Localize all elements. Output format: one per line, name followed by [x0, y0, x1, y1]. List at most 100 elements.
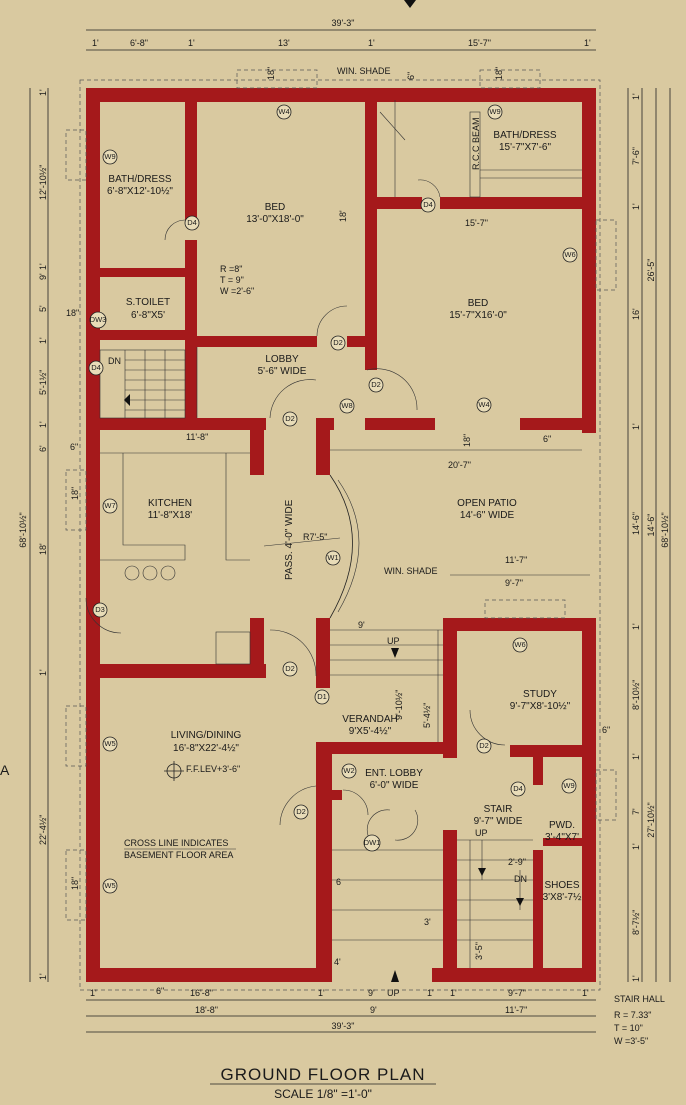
room-living-name: LIVING/DINING — [171, 730, 242, 741]
dim-right-overall: 68'-10½" — [660, 512, 670, 547]
note-stair-hall-t: T = 10" — [614, 1023, 643, 1033]
tag-w8: W8 — [339, 398, 355, 414]
svg-text:D4: D4 — [187, 218, 197, 227]
dim-bot-8: 1' — [582, 988, 589, 998]
svg-text:W1: W1 — [327, 553, 338, 562]
tag-w9-right: W9 — [487, 104, 503, 120]
dim-bot-r2-2: 9' — [370, 1005, 377, 1015]
note-up-1: UP — [387, 636, 400, 646]
room-pwd-name: PWD. — [549, 820, 575, 831]
left-dimensions: 68'-10½" 1' 12'-10½" 1' 9' 5' 1' 5'-1½" … — [18, 89, 48, 980]
dim-left-7: 5'-1½" — [38, 370, 48, 395]
svg-text:D2: D2 — [285, 414, 295, 423]
room-bath-right-name: BATH/DRESS — [493, 130, 556, 141]
dim-left-overall: 68'-10½" — [18, 512, 28, 547]
svg-text:D2: D2 — [333, 338, 343, 347]
tag-d2-bed-right: D2 — [368, 377, 384, 393]
room-patio-name: OPEN PATIO — [457, 498, 517, 509]
dim-right-13: 1' — [631, 975, 641, 982]
tag-d1: D1 — [314, 689, 330, 705]
top-dimensions: 39'-3" 1' 6'-8" 1' 13' 1' 15'-7" 1' — [92, 18, 591, 48]
svg-text:D1: D1 — [317, 692, 327, 701]
note-riser-w: W =2'-6" — [220, 286, 254, 296]
svg-text:W9: W9 — [489, 107, 500, 116]
arrow-up-icon — [391, 970, 399, 982]
tag-w4-bed: W4 — [476, 397, 492, 413]
dim-bot-1: 1' — [90, 988, 97, 998]
dim-6-study: 6" — [602, 725, 610, 735]
note-radius: R7'-5" — [303, 532, 327, 542]
svg-text:W2: W2 — [343, 766, 354, 775]
svg-text:DW3: DW3 — [90, 315, 107, 324]
dim-left-2: 12'-10½" — [38, 165, 48, 200]
dim-left-10: 18' — [38, 543, 48, 555]
tag-dw1: DW1 — [363, 834, 381, 852]
dim-bot-3: 1' — [318, 988, 325, 998]
svg-text:D4: D4 — [513, 784, 523, 793]
svg-text:D4: D4 — [423, 200, 433, 209]
dim-2-9: 2'-9" — [508, 857, 526, 867]
room-kitchen-size: 11'-8"X18' — [148, 510, 193, 521]
tag-d2-living: D2 — [293, 804, 309, 820]
dim-18-p: 18" — [462, 434, 472, 447]
room-ent-lobby-size: 6'-0" WIDE — [370, 780, 419, 791]
room-passage-name: PASS. 4'-0" WIDE — [284, 499, 295, 580]
tag-w7: W7 — [102, 498, 118, 514]
dim-6-e: 6 — [336, 877, 341, 887]
dim-6-b: 6" — [156, 986, 164, 996]
dim-right-11: 1' — [631, 843, 641, 850]
dim-right-6: 14'-6" — [631, 512, 641, 535]
note-dn-1: DN — [108, 356, 121, 366]
dim-right-8: 8'-10½" — [631, 680, 641, 710]
room-study-name: STUDY — [523, 689, 557, 700]
inner-dimensions: 18" 6" 18" 18' 15'-7" 11'-8" 20'-7" 11'-… — [66, 67, 610, 996]
dim-top-d: 13' — [278, 38, 290, 48]
dim-left-4: 9' — [38, 273, 48, 280]
room-stair-name: STAIR — [484, 804, 513, 815]
dim-left-1: 1' — [38, 89, 48, 96]
note-win-shade-top: WIN. SHADE — [337, 66, 391, 76]
note-up-3: UP — [387, 988, 400, 998]
dim-bot-r2-1: 18'-8" — [195, 1005, 218, 1015]
dim-18-top1: 18" — [266, 67, 276, 80]
room-lobby-name: LOBBY — [265, 354, 299, 365]
dim-left-5: 5' — [38, 305, 48, 312]
dim-study-in: 9'-7" — [505, 578, 523, 588]
dim-right-mid2: 14'-6" — [646, 514, 656, 537]
room-pwd-size: 3'-4"X7' — [545, 832, 579, 843]
plan-scale: SCALE 1/8" =1'-0" — [274, 1087, 372, 1100]
title-block: GROUND FLOOR PLAN SCALE 1/8" =1'-0" — [210, 1065, 436, 1101]
right-dimensions: 68'-10½" 26'-5" 14'-6" 27'-10½" 1' 7'-6"… — [631, 93, 670, 982]
room-living-size: 16'-8"X22'-4½" — [173, 743, 239, 754]
opening-tags: W4 W9 W9 W6 W4 W8 W7 W1 W6 W5 W5 W2 W9 D… — [88, 104, 578, 894]
dim-ver-h: 9'-10½" — [394, 690, 404, 720]
svg-text:W7: W7 — [104, 501, 115, 510]
room-bed-left-size: 13'-0"X18'-0" — [246, 214, 304, 225]
north-arrow-icon — [404, 0, 416, 8]
room-patio-size: 14'-6" WIDE — [460, 510, 515, 521]
svg-text:W6: W6 — [514, 640, 525, 649]
dim-6-p: 6" — [543, 434, 551, 444]
room-verandah-size: 9'X5'-4½" — [349, 726, 392, 737]
room-bed-right-name: BED — [468, 298, 489, 309]
arrow-down-stair-icon — [478, 868, 486, 876]
note-riser-r: R =8" — [220, 264, 242, 274]
dim-patio-w: 20'-7" — [448, 460, 471, 470]
dim-right-mid: 26'-5" — [646, 259, 656, 282]
dim-right-9: 1' — [631, 753, 641, 760]
dim-bed-r-w: 15'-7" — [465, 218, 488, 228]
tag-d4-bathr: D4 — [420, 197, 436, 213]
dim-left-11: 1' — [38, 669, 48, 676]
tag-w6-study: W6 — [512, 637, 528, 653]
dim-bot-2: 16'-8" — [190, 988, 213, 998]
tag-w4-top: W4 — [276, 104, 292, 120]
dim-top-a: 1' — [92, 38, 99, 48]
note-stair-hall-r: R = 7.33" — [614, 1010, 651, 1020]
svg-text:W8: W8 — [341, 401, 352, 410]
svg-text:W4: W4 — [478, 400, 489, 409]
note-riser-t: T = 9" — [220, 275, 244, 285]
room-verandah-name: VERANDAH — [342, 714, 398, 725]
dim-top-overall: 39'-3" — [332, 18, 355, 28]
dim-top-c: 1' — [188, 38, 195, 48]
